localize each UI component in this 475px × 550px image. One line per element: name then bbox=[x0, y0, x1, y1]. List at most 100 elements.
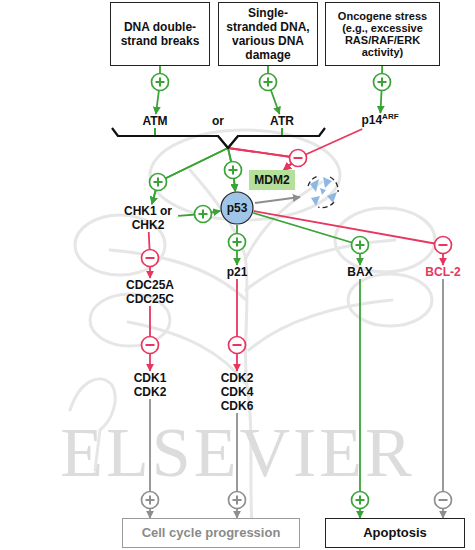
outcome-box: Apoptosis bbox=[325, 518, 465, 548]
node-text: DNA double-strand breaks bbox=[115, 20, 205, 48]
sign-circle bbox=[374, 74, 391, 91]
sign-bar bbox=[202, 210, 204, 219]
node-text: p14 bbox=[361, 113, 382, 127]
protein-circle: p53 bbox=[220, 191, 254, 225]
protein-label: BCL-2 bbox=[418, 265, 468, 279]
plus-sign bbox=[229, 234, 246, 251]
sign-bar bbox=[159, 78, 161, 87]
fragment bbox=[323, 177, 332, 188]
plus-sign bbox=[152, 74, 169, 91]
protein-label: CDK1 CDK2 bbox=[125, 371, 175, 399]
node-text: CHK1 or CHK2 bbox=[118, 204, 178, 232]
node-text: ARF bbox=[382, 112, 398, 121]
connector-word: or bbox=[212, 114, 224, 128]
minus-sign bbox=[435, 492, 452, 509]
fragment bbox=[310, 179, 319, 192]
activation-arrow bbox=[236, 225, 238, 265]
sign-bar bbox=[232, 166, 234, 175]
activation-arrow bbox=[442, 279, 444, 518]
node-text: CDK1 CDK2 bbox=[125, 371, 175, 399]
sign-bar bbox=[236, 496, 238, 505]
plus-sign bbox=[225, 162, 242, 179]
plus-sign bbox=[195, 206, 212, 223]
inhibition-arrow bbox=[254, 211, 443, 265]
protein-box: MDM2 bbox=[249, 170, 295, 190]
tree-branch bbox=[249, 300, 392, 350]
sign-circle bbox=[229, 234, 246, 251]
sign-bar bbox=[236, 238, 238, 247]
protein-label: CDC25A CDC25C bbox=[120, 278, 180, 306]
sign-circle bbox=[229, 492, 246, 509]
trigger-box: Oncogene stress(e.g., excessive RAS/RAF/… bbox=[325, 2, 440, 66]
protein-label: ATM bbox=[135, 114, 175, 128]
degradation-fragments bbox=[308, 176, 338, 208]
node-text: ATM bbox=[135, 114, 175, 128]
plus-sign bbox=[150, 174, 167, 191]
minus-sign bbox=[142, 250, 159, 267]
sign-bar bbox=[359, 496, 361, 505]
node-text: CDC25A CDC25C bbox=[120, 278, 180, 306]
trigger-box: Single-stranded DNA, various DNA damage bbox=[218, 2, 318, 66]
node-text: ATR bbox=[262, 114, 302, 128]
sign-circle bbox=[290, 150, 307, 167]
fragment-outline bbox=[318, 202, 334, 208]
sign-group bbox=[142, 74, 452, 509]
plus-sign bbox=[352, 492, 369, 509]
sign-bar bbox=[149, 496, 151, 505]
node-text: p53 bbox=[227, 201, 248, 215]
sign-bar bbox=[381, 78, 383, 87]
node-text: Single-stranded DNA, various DNA damage bbox=[223, 6, 313, 62]
protein-label: CHK1 or CHK2 bbox=[118, 204, 178, 232]
minus-sign bbox=[229, 337, 246, 354]
node-text: CDK2 CDK4 CDK6 bbox=[212, 371, 262, 413]
sign-circle bbox=[352, 237, 369, 254]
node-text: Cell cycle progression bbox=[142, 526, 281, 540]
connector-group bbox=[149, 66, 443, 518]
sign-circle bbox=[225, 162, 242, 179]
tree-foliage bbox=[150, 130, 340, 220]
sign-bar bbox=[439, 499, 448, 501]
protein-label: p21 bbox=[217, 265, 257, 279]
outcome-box: Cell cycle progression bbox=[122, 518, 300, 548]
node-text: (e.g., excessive RAS/RAF/ERK activity) bbox=[330, 22, 435, 58]
protein-label: CDK2 CDK4 CDK6 bbox=[212, 371, 262, 413]
circle-shape bbox=[221, 192, 253, 224]
brace bbox=[112, 128, 325, 148]
protein-label: ATR bbox=[262, 114, 302, 128]
sign-bar bbox=[267, 78, 269, 87]
sign-bar bbox=[439, 244, 448, 246]
fragment-outline bbox=[330, 177, 338, 192]
plus-sign bbox=[229, 492, 246, 509]
degradation-arrow bbox=[255, 197, 300, 203]
sign-circle bbox=[142, 492, 159, 509]
plus-sign bbox=[374, 74, 391, 91]
node-text: p21 bbox=[217, 265, 257, 279]
sign-circle bbox=[260, 74, 277, 91]
fragment bbox=[311, 196, 320, 206]
minus-sign bbox=[142, 337, 159, 354]
activation-arrow bbox=[236, 413, 238, 518]
tree-branch bbox=[246, 240, 395, 290]
sign-bar bbox=[157, 178, 159, 187]
sign-bar bbox=[146, 344, 155, 346]
sign-bar bbox=[146, 257, 155, 259]
fragment bbox=[320, 188, 326, 195]
plus-sign bbox=[142, 492, 159, 509]
sign-circle bbox=[229, 337, 246, 354]
sign-circle bbox=[435, 237, 452, 254]
activation-arrow bbox=[152, 128, 282, 204]
sign-bar bbox=[359, 241, 361, 250]
sign-circle bbox=[195, 206, 212, 223]
node-text: Oncogene stress bbox=[338, 10, 427, 22]
sign-circle bbox=[142, 337, 159, 354]
fragment bbox=[327, 192, 337, 203]
node-text: Apoptosis bbox=[363, 526, 427, 540]
minus-sign bbox=[290, 150, 307, 167]
activation-arrow bbox=[149, 399, 151, 518]
sign-circle bbox=[142, 250, 159, 267]
sign-circle bbox=[152, 74, 169, 91]
minus-sign bbox=[435, 237, 452, 254]
trigger-box: DNA double-strand breaks bbox=[110, 2, 210, 66]
